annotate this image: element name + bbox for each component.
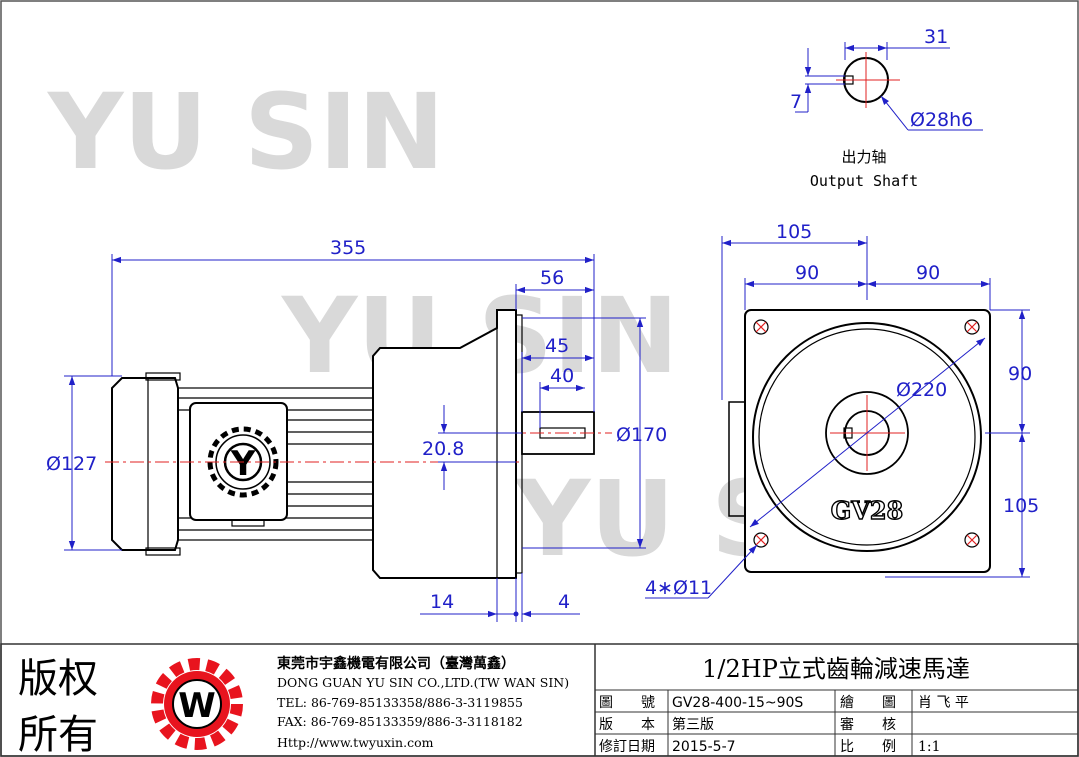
dim-90-right: 90 (916, 262, 940, 284)
company-name-cn: 東莞市宇鑫機電有限公司（臺灣萬鑫） (277, 655, 515, 672)
mounting-holes (753, 319, 980, 548)
revision-label: 修訂日期 (599, 739, 655, 755)
dim-flange-dia: Ø170 (616, 424, 667, 446)
dim-14: 14 (430, 591, 454, 613)
dim-4: 4 (558, 591, 570, 613)
drawn-by: 肖 飞 平 (918, 695, 969, 711)
shaft-diameter-dim: Ø28h6 (910, 109, 973, 131)
dim-90-side: 90 (1008, 363, 1032, 385)
front-model-badge: GV28 (831, 496, 904, 525)
shaft-key-dim: 7 (790, 91, 802, 113)
dim-90-left: 90 (795, 262, 819, 284)
dim-holes: 4∗Ø11 (645, 577, 712, 599)
dim-body-dia: Ø127 (46, 453, 97, 475)
version: 第三版 (672, 716, 714, 733)
title-block: 版权 所有 W 東莞市宇鑫機電有限公司（臺灣萬鑫） DONG GUAN YU S… (0, 643, 1079, 757)
side-view: Y 355 56 45 40 20.8 (46, 237, 667, 622)
drawn-label: 繪 圖 (840, 694, 896, 711)
dim-shaft-offset: 20.8 (422, 438, 464, 460)
copyright-line-2: 所有 (18, 712, 98, 757)
drawing-no-label: 圖 號 (599, 695, 655, 711)
watermark-1: YU SIN (46, 71, 445, 193)
company-fax: FAX: 86-769-85133359/886-3-3118182 (277, 714, 523, 729)
dim-pcd: Ø220 (896, 379, 947, 401)
company-web: Http://www.twyuxin.com (277, 735, 434, 750)
company-tel: TEL: 86-769-85133358/886-3-3119855 (277, 695, 523, 710)
dim-40: 40 (550, 365, 574, 387)
version-label: 版 本 (599, 717, 655, 733)
dim-flange: 56 (540, 267, 564, 289)
company-logo-letter: W (178, 686, 216, 726)
copyright-line-1: 版权 (18, 656, 98, 702)
front-view: GV28 105 90 90 90 105 Ø220 4∗Ø11 (645, 221, 1039, 599)
output-shaft-detail: 31 7 Ø28h6 出力轴 Output Shaft (790, 26, 983, 190)
dim-105-side: 105 (1003, 495, 1039, 517)
shaft-title-cn: 出力轴 (841, 148, 886, 166)
drawing-no: GV28-400-15~90S (672, 695, 803, 711)
scale: 1:1 (918, 739, 941, 755)
dim-45: 45 (545, 335, 569, 357)
company-name-en: DONG GUAN YU SIN CO.,LTD.(TW WAN SIN) (277, 675, 569, 690)
company-logo: W (151, 658, 243, 750)
shaft-width-dim: 31 (924, 26, 948, 48)
product-title: 1/2HP立式齒輪減速馬達 (702, 655, 970, 683)
dim-105-top: 105 (776, 221, 812, 243)
side-logo-letter: Y (230, 444, 256, 484)
dim-length: 355 (330, 237, 366, 259)
shaft-title-en: Output Shaft (810, 172, 918, 190)
motor-end-cap (111, 377, 179, 551)
scale-label: 比 例 (840, 739, 896, 755)
review-label: 審 核 (840, 717, 896, 733)
revision-date: 2015-5-7 (672, 739, 736, 755)
